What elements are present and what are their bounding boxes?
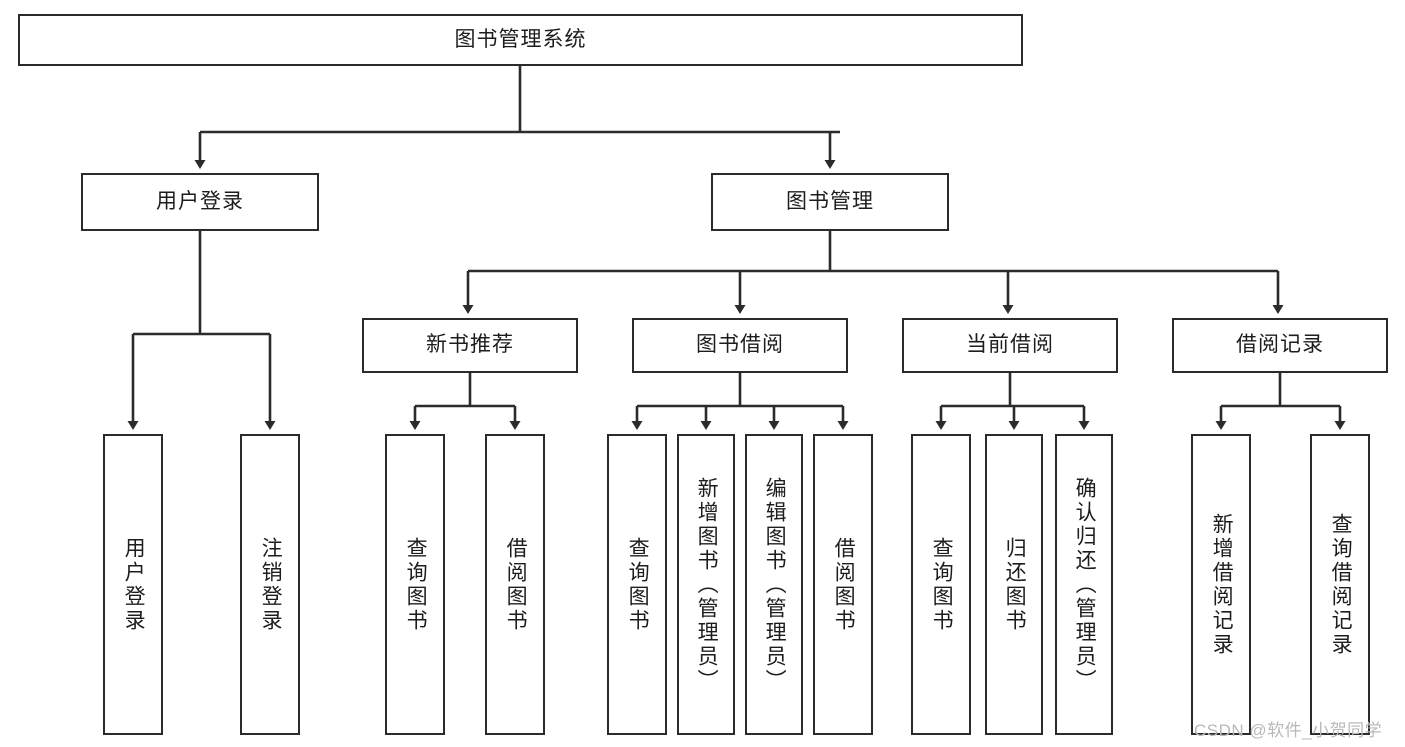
node-label: 新增借阅记录 [1210, 512, 1234, 657]
current-borrow-to-leaves-connector [935, 373, 1090, 430]
book-borrow-to-leaves-connector [631, 373, 849, 430]
node-label: 借阅记录 [1236, 333, 1324, 357]
node-user-login[interactable]: 用户登录 [81, 173, 319, 231]
node-label: 确认归还（管理员） [1073, 476, 1097, 693]
node-label: 新增图书（管理员） [695, 476, 719, 693]
node-leaf-current-confirm-return[interactable]: 确认归还（管理员） [1055, 434, 1113, 735]
root-to-level2-connector [194, 66, 840, 169]
node-borrow-records[interactable]: 借阅记录 [1172, 318, 1388, 373]
new-book-recommend-to-leaves-connector [409, 373, 521, 430]
node-new-book-recommend[interactable]: 新书推荐 [362, 318, 578, 373]
node-label: 新书推荐 [426, 333, 514, 357]
node-label: 查询图书 [626, 536, 650, 633]
node-label: 当前借阅 [966, 333, 1054, 357]
node-leaf-user-logout[interactable]: 注销登录 [240, 434, 300, 735]
node-label: 图书借阅 [696, 333, 784, 357]
node-leaf-record-add[interactable]: 新增借阅记录 [1191, 434, 1251, 735]
node-book-manage[interactable]: 图书管理 [711, 173, 949, 231]
node-book-borrow[interactable]: 图书借阅 [632, 318, 848, 373]
node-current-borrow[interactable]: 当前借阅 [902, 318, 1118, 373]
node-leaf-record-query[interactable]: 查询借阅记录 [1310, 434, 1370, 735]
node-label: 查询图书 [930, 536, 954, 633]
node-label: 图书管理系统 [454, 27, 587, 51]
node-label: 查询借阅记录 [1329, 512, 1353, 657]
node-leaf-borrow-query-book[interactable]: 查询图书 [607, 434, 667, 735]
node-label: 注销登录 [259, 536, 283, 633]
node-leaf-borrow-edit-book[interactable]: 编辑图书（管理员） [745, 434, 803, 735]
node-label: 查询图书 [404, 536, 428, 633]
node-label: 用户登录 [156, 189, 244, 213]
borrow-records-to-leaves-connector [1215, 373, 1346, 430]
node-leaf-current-return-book[interactable]: 归还图书 [985, 434, 1043, 735]
node-leaf-borrow-borrow-book[interactable]: 借阅图书 [813, 434, 873, 735]
node-leaf-borrow-add-book[interactable]: 新增图书（管理员） [677, 434, 735, 735]
node-label: 归还图书 [1003, 536, 1027, 633]
book-manage-to-level3-connector [462, 231, 1284, 314]
node-label: 图书管理 [786, 189, 874, 213]
node-root-system[interactable]: 图书管理系统 [18, 14, 1023, 66]
node-label: 借阅图书 [504, 536, 528, 633]
node-label: 借阅图书 [832, 536, 856, 633]
user-login-to-leaves-connector [127, 231, 276, 430]
node-leaf-user-login[interactable]: 用户登录 [103, 434, 163, 735]
csdn-watermark: CSDN @软件_小贺同学 [1194, 721, 1383, 740]
node-leaf-current-query-book[interactable]: 查询图书 [911, 434, 971, 735]
node-label: 用户登录 [122, 536, 146, 633]
node-leaf-recommend-borrow-book[interactable]: 借阅图书 [485, 434, 545, 735]
node-leaf-recommend-query-book[interactable]: 查询图书 [385, 434, 445, 735]
node-label: 编辑图书（管理员） [763, 476, 787, 693]
